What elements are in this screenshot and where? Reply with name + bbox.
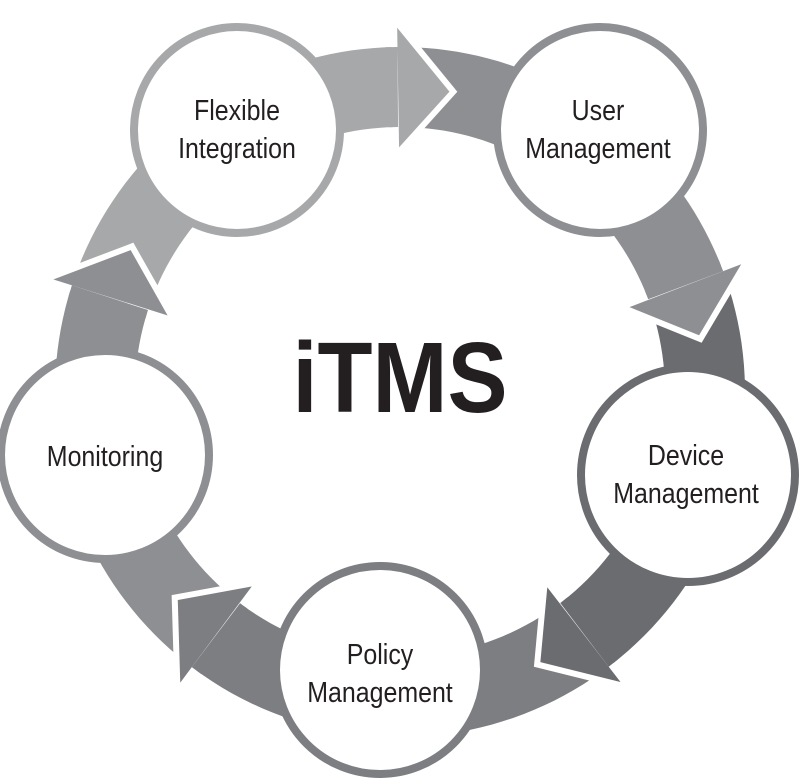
stage-circle	[493, 23, 707, 237]
arrow-head	[390, 10, 458, 163]
stage-user-management: User Management	[493, 23, 707, 237]
stage-label-line: Monitoring	[47, 440, 163, 472]
stage-flexible-integration: Flexible Integration	[130, 23, 344, 237]
stage-nodes: Flexible Integration User Management Dev…	[0, 23, 799, 778]
stage-circle	[0, 347, 213, 563]
arrow-joint	[68, 285, 148, 319]
stage-label-line: Flexible	[194, 94, 280, 126]
stage-label-line: Policy	[347, 638, 414, 670]
stage-monitoring: Monitoring	[0, 347, 213, 563]
stage-label-line: User	[572, 94, 625, 126]
stage-label-line: Integration	[178, 132, 296, 164]
stage-circle	[577, 364, 799, 586]
stage-circle	[272, 562, 488, 778]
stage-circle	[130, 23, 344, 237]
arrow-joint	[644, 259, 724, 300]
arrow-joint	[560, 597, 619, 667]
stage-label-line: Management	[307, 676, 453, 708]
arrow-joint	[385, 47, 399, 128]
diagram-title: iTMS	[293, 323, 508, 434]
stage-device-management: Device Management	[577, 364, 799, 586]
stage-label-line: Management	[525, 132, 671, 164]
arrow-joint	[191, 603, 248, 675]
stage-label-line: Device	[648, 439, 724, 471]
arrow-heads	[35, 10, 756, 701]
stage-label-line: Management	[613, 477, 759, 509]
stage-policy-management: Policy Management	[272, 562, 488, 778]
